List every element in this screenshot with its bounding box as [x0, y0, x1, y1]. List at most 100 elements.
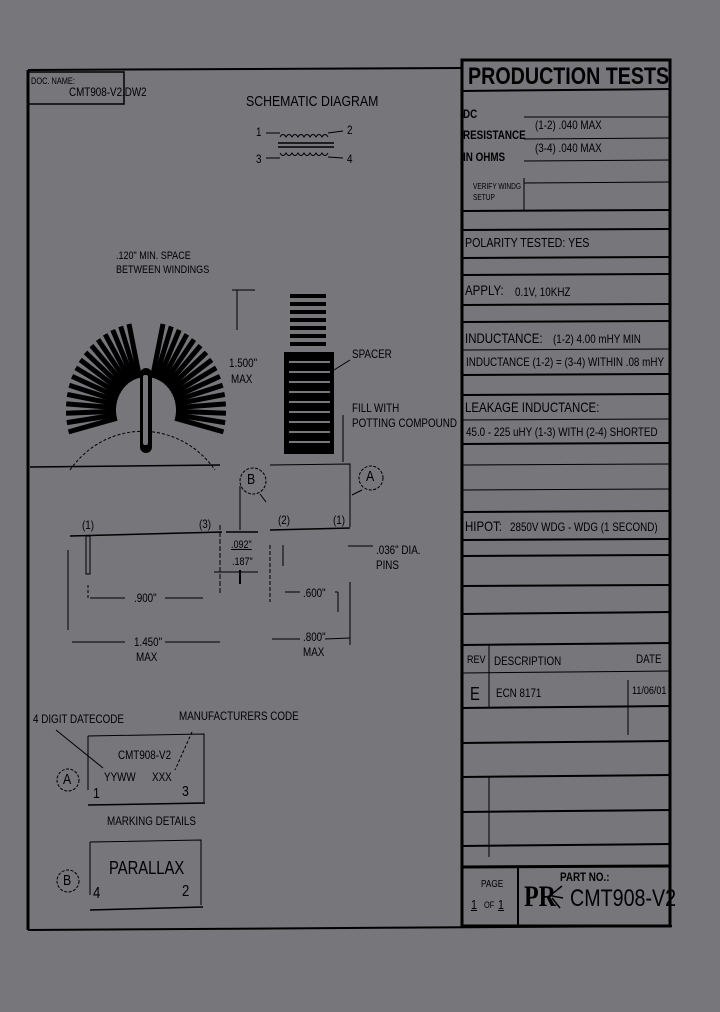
- schematic-pin-4: 4: [347, 152, 353, 166]
- dc-label-line3: IN OHMS: [463, 150, 506, 164]
- winding-turn: [66, 412, 117, 426]
- dim-1450: 1.450": [134, 635, 163, 649]
- winding-turn: [164, 344, 203, 388]
- pin-label-2: (2): [278, 513, 291, 527]
- height-max: MAX: [231, 372, 253, 386]
- winding-turn: [153, 325, 174, 380]
- schematic-title: SCHEMATIC DIAGRAM: [246, 93, 379, 110]
- height-dimension: 1.500": [229, 356, 258, 370]
- schematic-pin-3: 3: [256, 152, 262, 166]
- dc-value-3-4: (3-4) .040 MAX: [535, 141, 602, 155]
- winding-turn: [171, 365, 218, 397]
- dim-800: .800": [303, 630, 326, 644]
- leakage-value: 45.0 - 225 uHY (1-3) WITH (2-4) SHORTED: [466, 425, 658, 439]
- dim-1450-max: MAX: [136, 650, 158, 664]
- winding-turn: [89, 344, 128, 388]
- winding-turn: [71, 374, 120, 400]
- polarity-tested: POLARITY TESTED: YES: [465, 235, 590, 250]
- date-header: DATE: [636, 652, 662, 666]
- winding-turn: [175, 408, 227, 416]
- page-number: 1: [471, 897, 477, 912]
- marking-a-pin-1: 1: [93, 785, 100, 802]
- page-total: 1: [498, 897, 504, 912]
- winding-turn: [68, 382, 118, 404]
- description-header: DESCRIPTION: [494, 654, 562, 668]
- winding-turn: [149, 323, 166, 379]
- doc-name-label: DOC. NAME:: [31, 76, 75, 86]
- manufacturers-code-label: MANUFACTURERS CODE: [179, 709, 299, 723]
- winding-turn: [172, 374, 221, 400]
- datecode-label: 4 DIGIT DATECODE: [33, 712, 124, 726]
- leakage-label: LEAKAGE INDUCTANCE:: [465, 399, 600, 415]
- apply-value: 0.1V, 10KHZ: [515, 285, 571, 299]
- part-no-label: PART NO.:: [560, 870, 610, 884]
- svg-text:PR: PR: [524, 879, 556, 912]
- pin-label-1-right: (1): [333, 513, 346, 527]
- marking-a-datecode: YYWW: [104, 770, 136, 784]
- winding-turn: [166, 350, 209, 391]
- view-a-callout: A: [366, 468, 375, 485]
- winding-turn: [65, 408, 117, 416]
- winding-turn: [74, 365, 121, 397]
- dim-800-max: MAX: [303, 645, 325, 659]
- rev-description: ECN 8171: [496, 686, 542, 700]
- part-number: CMT908-V2: [570, 885, 677, 912]
- spacing-note-line1: .120" MIN. SPACE: [116, 250, 191, 262]
- pin-label-3: (3): [199, 517, 212, 531]
- pin-diameter-line1: .036" DIA.: [376, 543, 421, 557]
- winding-turn: [66, 401, 117, 411]
- verify-line2: SETUP: [473, 193, 495, 202]
- fill-note-line1: FILL WITH: [352, 401, 400, 415]
- dc-value-1-2: (1-2) .040 MAX: [535, 118, 602, 132]
- marking-a-code: XXX: [152, 770, 172, 784]
- pin-label-1-left: (1): [82, 518, 95, 532]
- marking-b-text: PARALLAX: [109, 858, 185, 878]
- marking-a-part: CMT908-V2: [118, 748, 172, 762]
- winding-turn: [161, 338, 197, 385]
- spacing-note-line2: BETWEEN WINDINGS: [116, 264, 210, 276]
- winding-turn: [159, 333, 190, 383]
- verify-line1: VERIFY WINDG: [473, 182, 521, 191]
- winding-turn: [174, 415, 225, 435]
- marking-b-pin-4: 4: [93, 885, 101, 902]
- marking-b-pin-2: 2: [182, 883, 190, 900]
- winding-turn: [175, 412, 226, 426]
- rev-date: 11/06/01: [632, 685, 667, 697]
- dim-900: .900": [134, 591, 157, 605]
- inductance-value: (1-2) 4.00 mHY MIN: [553, 332, 641, 346]
- winding-turn: [110, 329, 136, 381]
- marking-b-letter: B: [63, 872, 72, 889]
- winding-turn: [78, 357, 123, 394]
- page-label: PAGE: [481, 879, 504, 890]
- doc-name-value: CMT908-V2.DW2: [69, 85, 147, 99]
- winding-turn: [83, 350, 126, 391]
- page-of: OF: [484, 900, 495, 910]
- marking-a-letter: A: [63, 771, 72, 788]
- inductance-match: INDUCTANCE (1-2) = (3-4) WITHIN .08 mHY: [466, 355, 665, 369]
- pin-diameter-line2: PINS: [376, 558, 399, 572]
- winding-turn: [174, 382, 224, 404]
- rev-header: REV: [467, 654, 486, 666]
- spacer-label: SPACER: [352, 347, 392, 361]
- winding-turn: [102, 333, 133, 383]
- winding-turn: [169, 357, 214, 394]
- winding-turn: [175, 392, 226, 407]
- winding-turn: [156, 329, 182, 381]
- fill-note-line2: POTTING COMPOUND: [352, 416, 457, 430]
- schematic-pin-1: 1: [256, 125, 262, 139]
- winding-turn: [67, 415, 118, 435]
- dim-600: .600": [303, 586, 326, 600]
- production-tests-title: PRODUCTION TESTS: [468, 63, 670, 90]
- winding-turn: [118, 325, 139, 380]
- schematic-pin-2: 2: [347, 123, 353, 137]
- winding-turn: [126, 323, 143, 379]
- apply-label: APPLY:: [465, 282, 504, 298]
- winding-turn: [66, 392, 117, 407]
- marking-details-title: MARKING DETAILS: [107, 814, 196, 828]
- view-b-callout: B: [247, 471, 256, 488]
- inductance-label: INDUCTANCE:: [465, 330, 543, 346]
- company-logo: PR: [524, 874, 564, 914]
- dim-092: .092": [231, 539, 252, 551]
- rev-value: E: [470, 684, 480, 704]
